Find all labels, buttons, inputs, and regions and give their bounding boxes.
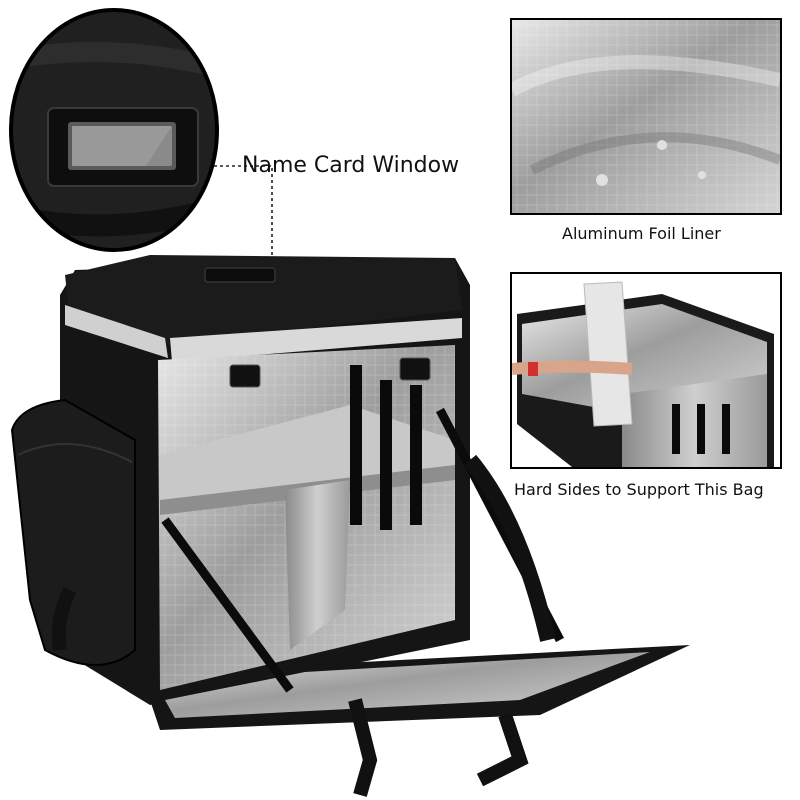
name-card-zoom-circle (6, 0, 226, 255)
hard-board (583, 281, 633, 427)
hard-sides-panel (510, 272, 782, 469)
side-pocket (10, 398, 136, 666)
aluminum-foil-liner-label: Aluminum Foil Liner (562, 224, 721, 243)
name-card-window-label: Name Card Window (242, 153, 460, 178)
hard-sides-label: Hard Sides to Support This Bag (514, 480, 764, 499)
reflective-strip (170, 318, 462, 362)
aluminum-foil-panel (510, 18, 782, 215)
bag-lid (65, 255, 462, 345)
callout-line (190, 165, 273, 268)
